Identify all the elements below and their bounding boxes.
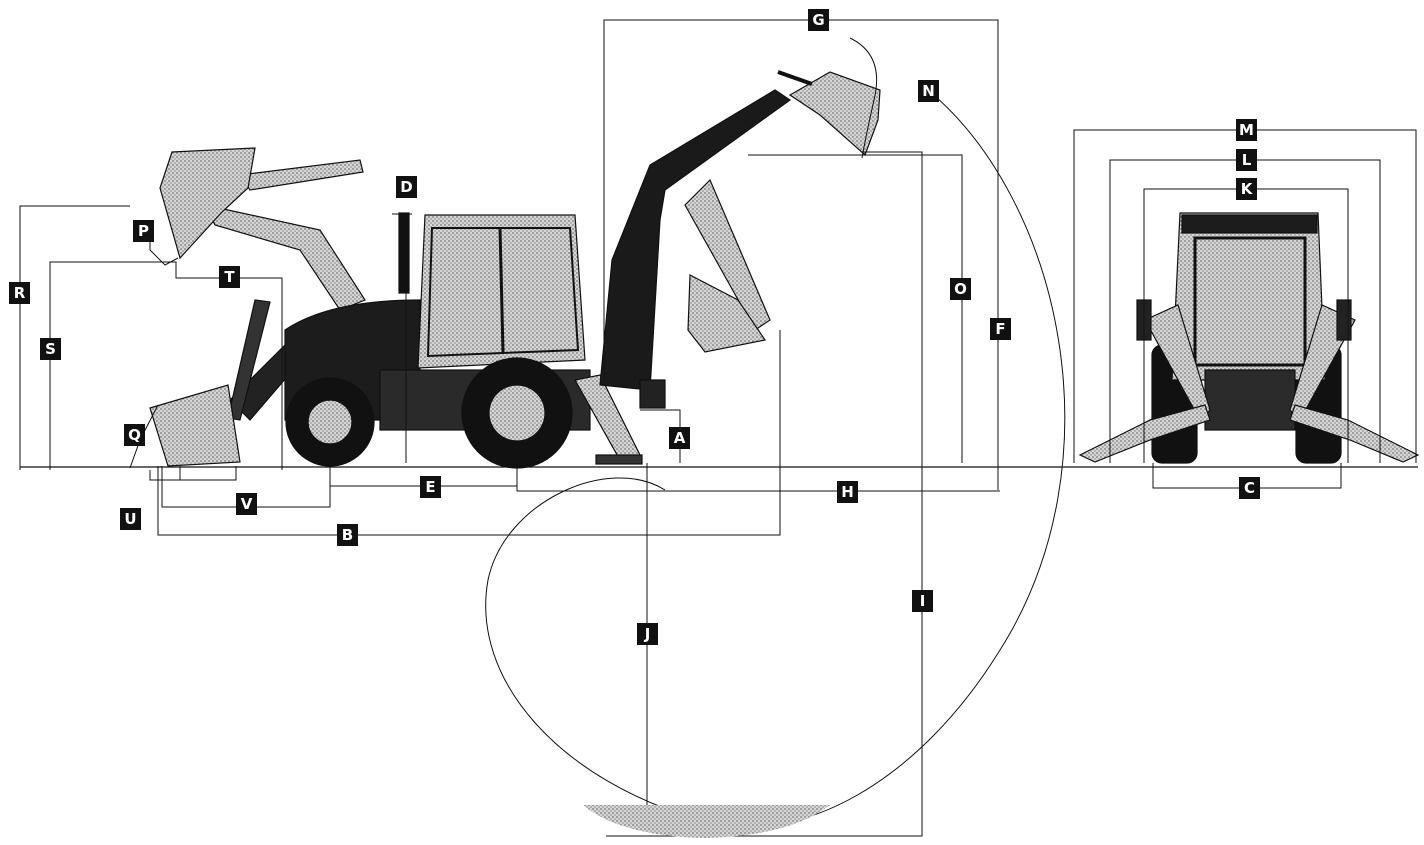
dimension-label-f: F [990,318,1011,340]
side-dimension-lines [19,19,1066,837]
dim-n-tip [849,37,878,159]
dimension-label-q: Q [124,424,145,446]
rear-body [1204,369,1296,431]
loader-arm-raised [203,204,366,311]
dimension-label-g: G [808,9,829,31]
dim-n-arc [485,89,1066,828]
dimension-label-n: N [918,80,939,102]
loader-bucket-raised [159,147,256,260]
side-view-backhoe [149,70,881,469]
loader-link-raised [238,159,364,191]
dimension-label-j: J [637,623,658,645]
dimension-label-v: V [236,493,257,515]
rear-arm-left [1144,304,1211,421]
dimension-label-r: R [9,282,30,304]
dig-depth-shade [583,805,830,838]
backhoe-bucket-curled [687,274,767,353]
dimension-label-u: U [120,508,141,530]
rear-stabilizer-left [1078,404,1211,463]
loader-bucket-lowered [149,384,241,467]
backhoe-dipper [684,178,771,331]
backhoe-bucket-extended [788,71,881,157]
dimension-label-t: T [219,266,240,288]
dimension-label-p: P [133,220,154,242]
exhaust-stack [398,212,410,294]
dimension-label-o: O [950,278,971,300]
backhoe-boom [599,89,792,391]
loader-cylinder-lowered [227,299,271,421]
dim-g-line [603,19,999,490]
dimension-label-b: B [337,524,358,546]
dimension-label-s: S [40,338,61,360]
stabilizer-pad [595,454,643,465]
dimension-label-l: L [1236,149,1257,171]
dimension-label-i: I [912,590,933,612]
dimension-label-h: H [837,481,858,503]
dimension-label-e: E [420,476,441,498]
rear-view-backhoe [1078,212,1420,464]
dimension-label-a: A [669,427,690,449]
cab-frame [426,227,580,358]
dimension-label-d: D [396,176,417,198]
dimension-label-k: K [1236,178,1257,200]
dimension-label-c: C [1239,477,1260,499]
dimension-label-m: M [1236,119,1257,141]
